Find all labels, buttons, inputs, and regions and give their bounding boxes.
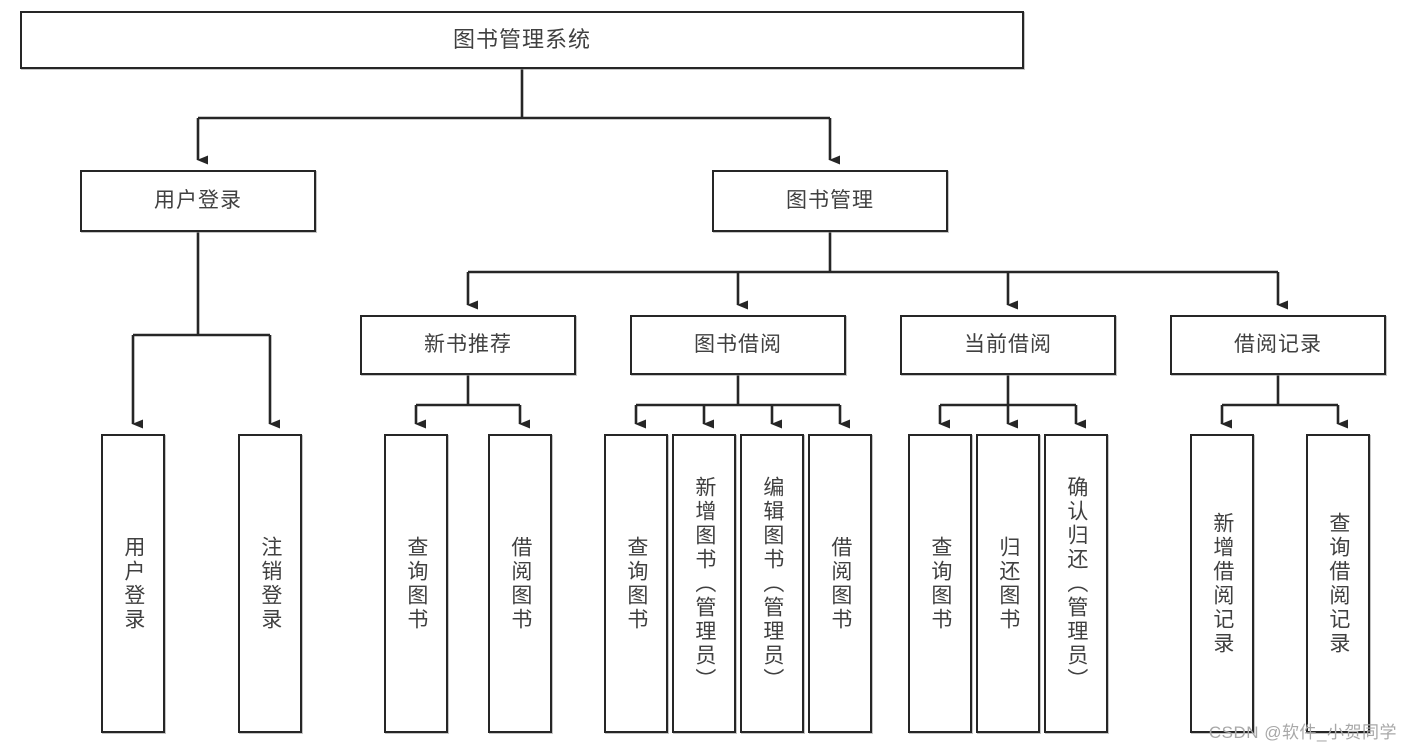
node-leaf-add-record-label: 新增借阅记录 [1210,511,1234,656]
node-current-borrow[interactable]: 当前借阅 [900,315,1116,375]
node-leaf-edit-book-label: 编辑图书（管理员） [760,475,784,692]
node-borrow-record-label: 借阅记录 [1234,332,1322,356]
node-borrow-record[interactable]: 借阅记录 [1170,315,1386,375]
node-user-login[interactable]: 用户登录 [80,170,316,232]
node-new-book-recommend-label: 新书推荐 [424,332,512,356]
node-leaf-user-login-label: 用户登录 [121,535,145,632]
node-leaf-user-login[interactable]: 用户登录 [101,434,165,733]
node-leaf-logout-label: 注销登录 [258,535,282,632]
node-leaf-query-book-3-label: 查询图书 [928,535,952,632]
node-leaf-query-book-3[interactable]: 查询图书 [908,434,972,733]
node-book-manage-label: 图书管理 [786,188,874,212]
node-book-borrow[interactable]: 图书借阅 [630,315,846,375]
node-leaf-borrow-book-2-label: 借阅图书 [828,535,852,632]
node-leaf-confirm-return[interactable]: 确认归还（管理员） [1044,434,1108,733]
node-current-borrow-label: 当前借阅 [964,332,1052,356]
node-root-system-label: 图书管理系统 [452,27,591,53]
node-leaf-query-book-1[interactable]: 查询图书 [384,434,448,733]
node-leaf-query-book-1-label: 查询图书 [404,535,428,632]
node-book-borrow-label: 图书借阅 [694,332,782,356]
node-new-book-recommend[interactable]: 新书推荐 [360,315,576,375]
node-leaf-add-book-label: 新增图书（管理员） [692,475,716,692]
node-leaf-query-book-2-label: 查询图书 [624,535,648,632]
node-leaf-query-book-2[interactable]: 查询图书 [604,434,668,733]
node-book-manage[interactable]: 图书管理 [712,170,948,232]
node-leaf-return-book[interactable]: 归还图书 [976,434,1040,733]
node-leaf-edit-book[interactable]: 编辑图书（管理员） [740,434,804,733]
node-leaf-return-book-label: 归还图书 [996,535,1020,632]
node-leaf-confirm-return-label: 确认归还（管理员） [1064,475,1088,692]
node-user-login-label: 用户登录 [154,188,242,212]
node-root-system[interactable]: 图书管理系统 [20,11,1024,69]
node-leaf-query-record-label: 查询借阅记录 [1326,511,1350,656]
node-leaf-borrow-book-1[interactable]: 借阅图书 [488,434,552,733]
node-leaf-add-book[interactable]: 新增图书（管理员） [672,434,736,733]
node-leaf-add-record[interactable]: 新增借阅记录 [1190,434,1254,733]
node-leaf-logout[interactable]: 注销登录 [238,434,302,733]
node-leaf-borrow-book-1-label: 借阅图书 [508,535,532,632]
node-leaf-query-record[interactable]: 查询借阅记录 [1306,434,1370,733]
csdn-watermark: CSDN @软件_小贺同学 [1208,723,1397,742]
node-leaf-borrow-book-2[interactable]: 借阅图书 [808,434,872,733]
